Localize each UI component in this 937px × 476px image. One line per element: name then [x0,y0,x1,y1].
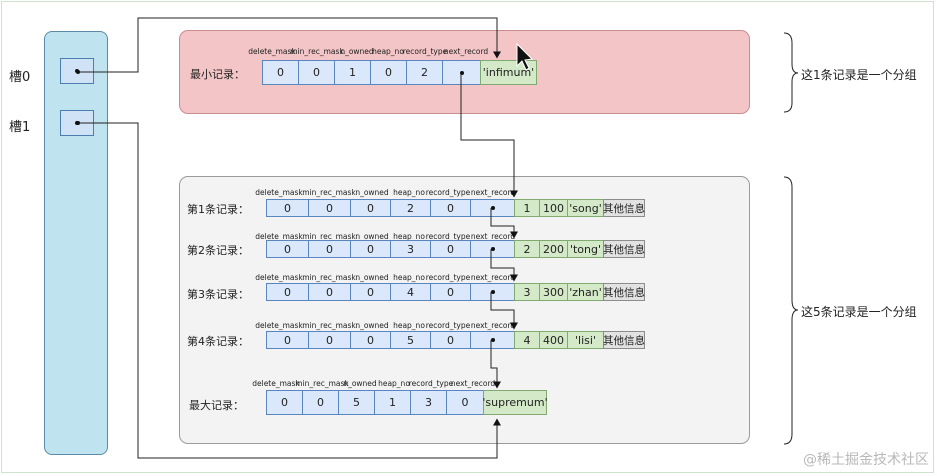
record-4-next-arrow [490,340,501,389]
supremum-n-owned: 5 [338,390,375,415]
group-1-brace [783,32,799,113]
record-1-next-arrow [490,208,518,239]
record-1-heap-no: 2 [390,199,431,217]
record-4-header-heap-no: heap_no [393,321,425,330]
record-1-header-n-owned: n_owned [355,188,389,197]
record-1-header-min-rec-mask: min_rec_mask [302,188,356,197]
infimum-label: 最小记录： [190,68,245,81]
record-2-header-record-type: record_type [425,232,471,241]
infimum-delete-mask: 0 [262,60,299,85]
infimum-next-arrow [460,73,518,198]
record-4-header-delete-mask: delete_mask [255,321,303,330]
record-1-header-heap-no: heap_no [393,188,425,197]
record-3-header-next-record: next_record [470,273,516,282]
record-4-next-record-pointer [490,338,495,342]
record-2-next-arrow [490,249,518,282]
record-3-header-min-rec-mask: min_rec_mask [302,273,356,282]
record-2-header-heap-no: heap_no [393,232,425,241]
record-1-name: 'song' [567,199,604,217]
record-2-other-info: 其他信息 [603,240,645,258]
supremum-header-delete-mask: delete_mask [252,379,300,388]
supremum-min-rec-mask: 0 [302,390,339,415]
supremum-header-n-owned: n_owned [343,379,377,388]
record-1-other-info: 其他信息 [603,199,645,217]
record-4-header-record-type: record_type [425,321,471,330]
infimum-tag: 'infimum' [480,60,537,85]
record-4-other-info: 其他信息 [603,331,645,349]
supremum-label: 最大记录： [189,399,244,412]
group-2-note: 这5条记录是一个分组 [801,305,917,319]
mouse-cursor [516,42,534,71]
record-1-header-record-type: record_type [425,188,471,197]
group-1-note: 这1条记录是一个分组 [801,68,917,82]
record-3-number: 300 [539,283,568,301]
infimum-header-next-record: next_record [443,47,489,56]
slot-1-label: 槽1 [9,120,31,135]
record-1-header-next-record: next_record [470,188,516,197]
record-3-header-n-owned: n_owned [355,273,389,282]
record-4-header-n-owned: n_owned [355,321,389,330]
record-1-header-delete-mask: delete_mask [255,188,303,197]
record-2-header-n-owned: n_owned [355,232,389,241]
record-3-label: 第3条记录： [187,288,249,301]
record-4-header-next-record: next_record [470,321,516,330]
supremum-header-record-type: record_type [408,379,454,388]
record-2-header-min-rec-mask: min_rec_mask [302,232,356,241]
record-2-header-delete-mask: delete_mask [255,232,303,241]
infimum-record-type: 2 [406,60,443,85]
record-1-label: 第1条记录： [187,203,249,216]
record-1-next-record-pointer [490,206,495,210]
group-2-brace [783,176,799,445]
record-3-id: 3 [514,283,540,301]
infimum-header-delete-mask: delete_mask [248,47,296,56]
record-2-header-next-record: next_record [470,232,516,241]
supremum-tag: 'supremum' [482,390,548,415]
watermark: @稀土掘金技术社区 [803,452,929,468]
slot-0-label: 槽0 [9,70,31,85]
infimum-header-record-type: record_type [402,47,448,56]
record-3-header-heap-no: heap_no [393,273,425,282]
record-2-label: 第2条记录： [187,244,249,257]
record-3-name: 'zhan' [567,283,604,301]
supremum-header-min-rec-mask: min_rec_mask [295,379,349,388]
supremum-header-next-record: next_record [450,379,496,388]
slot-0-arrow [78,17,501,73]
record-1-number: 100 [539,199,568,217]
record-3-other-info: 其他信息 [603,283,645,301]
infimum-heap-no: 0 [370,60,407,85]
record-4-n-owned: 0 [350,331,391,349]
infimum-header-heap-no: heap_no [372,47,404,56]
supremum-record-type: 3 [410,390,447,415]
infimum-header-min-rec-mask: min_rec_mask [290,47,344,56]
record-3-n-owned: 0 [350,283,391,301]
infimum-n-owned: 1 [334,60,371,85]
slot-array [44,31,108,455]
slot-1-arrow [78,122,501,459]
infimum-next-record-pointer [459,70,464,75]
record-4-header-min-rec-mask: min_rec_mask [302,321,356,330]
record-3-next-record-pointer [490,290,495,294]
infimum-header-n-owned: n_owned [340,47,374,56]
record-2-next-record-pointer [490,247,495,251]
supremum-next-record: 0 [446,390,484,415]
record-3-header-record-type: record_type [425,273,471,282]
record-4-label: 第4条记录： [187,335,249,348]
record-2-name: 'tong' [567,240,604,258]
record-4-name: 'lisi' [567,331,604,349]
supremum-header-heap-no: heap_no [378,379,410,388]
record-3-header-delete-mask: delete_mask [255,273,303,282]
record-1-delete-mask: 0 [266,199,309,217]
record-3-next-arrow [490,292,518,330]
